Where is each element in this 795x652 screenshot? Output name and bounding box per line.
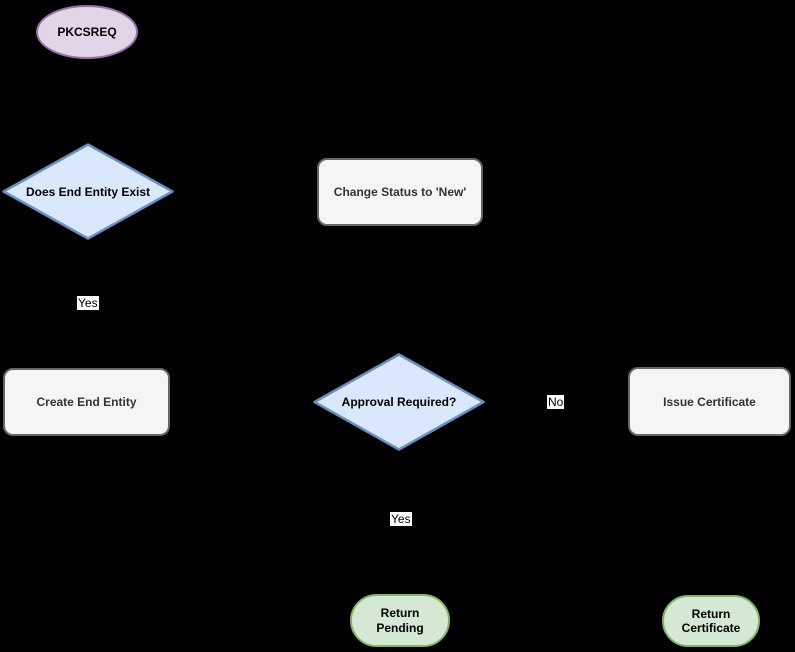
edge-label-yes-end-entity: Yes — [77, 296, 99, 310]
diamond-shape — [313, 353, 485, 451]
process-node-issue-certificate: Issue Certificate — [628, 367, 791, 436]
process-node-label: Issue Certificate — [663, 394, 756, 409]
decision-node-end-entity-exist: Does End Entity Exist — [2, 143, 174, 240]
decision-node-label: Does End Entity Exist — [25, 184, 151, 199]
edge-label-yes-approval: Yes — [390, 512, 412, 526]
process-node-label: Change Status to 'New' — [333, 185, 467, 199]
start-node-pkcsreq: PKCSREQ — [36, 5, 138, 59]
process-node-label: Create End Entity — [36, 395, 137, 409]
terminator-node-label: Return Pending — [376, 606, 424, 635]
process-node-change-status: Change Status to 'New' — [317, 158, 483, 226]
process-node-create-end-entity: Create End Entity — [3, 368, 170, 436]
terminator-node-label: Return Certificate — [681, 606, 741, 635]
decision-node-label: Approval Required? — [341, 395, 457, 409]
terminator-node-return-certificate: Return Certificate — [662, 595, 760, 647]
diamond-shape — [2, 143, 174, 240]
decision-node-approval-required: Approval Required? — [313, 353, 485, 451]
start-node-label: PKCSREQ — [57, 25, 117, 39]
terminator-node-return-pending: Return Pending — [350, 594, 450, 647]
edge-label-no-approval: No — [547, 395, 565, 409]
